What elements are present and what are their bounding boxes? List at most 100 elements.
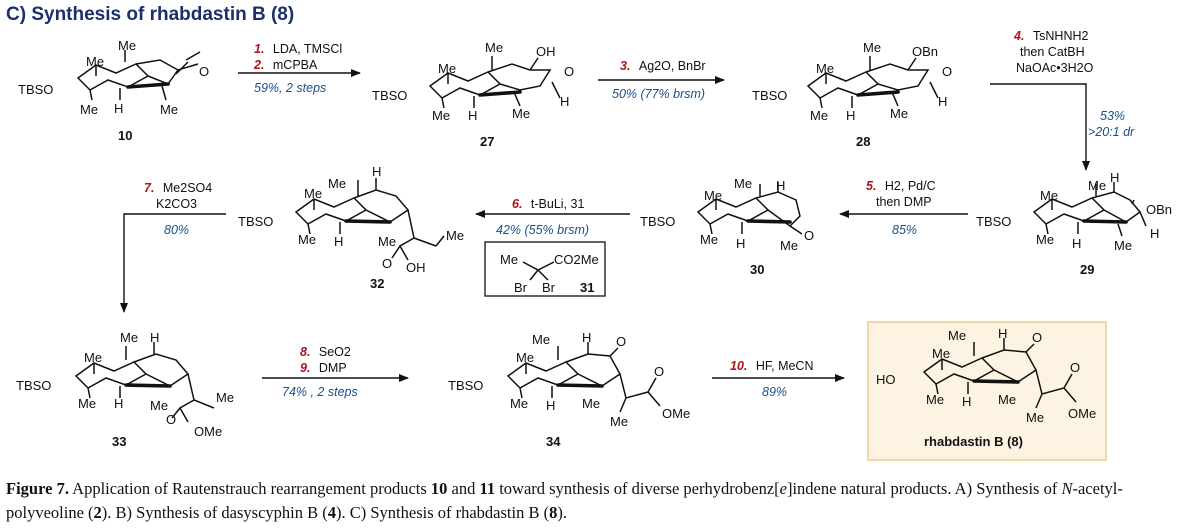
hydroxyl-label: OH <box>406 260 426 275</box>
step-4-condition: 4. TsNHNH2 <box>1013 27 1088 44</box>
tbso-label: TBSO <box>752 88 787 103</box>
step-yield: 85% <box>892 223 917 237</box>
methyl-label: Me <box>780 238 798 253</box>
hydrogen-label: H <box>1110 170 1119 185</box>
bromine-label: Br <box>514 280 528 295</box>
methyl-label: Me <box>84 350 102 365</box>
caption-compound: 10 <box>430 479 448 498</box>
step-5-condition: 5. H2, Pd/C <box>866 177 936 194</box>
compound-34-structure: TBSO Me H Me Me H Me O O OMe Me <box>448 330 690 429</box>
caption-compound: 2 <box>93 503 102 522</box>
hydrogen-label: H <box>962 394 971 409</box>
hydrogen-label: H <box>546 398 555 413</box>
panel-title: C) Synthesis of rhabdastin B (8) <box>6 4 295 25</box>
step-reagents: SeO2 <box>319 345 351 359</box>
hydrogen-label: H <box>1072 236 1081 251</box>
step-yield: 50% (77% brsm) <box>612 87 705 101</box>
methyl-label: Me <box>1040 188 1058 203</box>
hydrogen-label: H <box>372 164 381 179</box>
step-number: 4. <box>1013 29 1024 43</box>
hydrogen-label: H <box>776 178 785 193</box>
tbso-label: TBSO <box>238 214 273 229</box>
hydrogen-label: H <box>560 94 569 109</box>
compound-33-structure: TBSO Me H Me Me H Me Me O OMe <box>16 330 234 439</box>
hydrogen-label: H <box>114 101 123 116</box>
methyl-label: Me <box>150 398 168 413</box>
reagent-31-structure: Me CO2Me Br Br <box>500 252 599 295</box>
hydroxyl-label: OH <box>536 44 556 59</box>
caption-italic: N <box>1061 479 1073 498</box>
methoxy-label: OMe <box>194 424 222 439</box>
oxygen-label: O <box>1032 330 1042 345</box>
caption-text: Application of Rautenstrauch rearrangeme… <box>68 479 431 498</box>
step-number: 5. <box>866 179 876 193</box>
oxygen-label: O <box>804 228 814 243</box>
hydrogen-label: H <box>582 330 591 345</box>
step-number: 8. <box>300 345 310 359</box>
step-yield: 74% , 2 steps <box>282 385 358 399</box>
oxygen-label: O <box>1070 360 1080 375</box>
methyl-label: Me <box>932 346 950 361</box>
step-yield: 80% <box>164 223 189 237</box>
methyl-label: Me <box>120 330 138 345</box>
methyl-label: Me <box>86 54 104 69</box>
step-yield: 42% (55% brsm) <box>496 223 589 237</box>
step-1-condition: 1. LDA, TMSCl <box>254 40 342 57</box>
step-10-condition: 10. HF, MeCN <box>730 357 814 374</box>
hydrogen-label: H <box>736 236 745 251</box>
step-number: 6. <box>512 197 522 211</box>
caption-compound: 11 <box>479 479 496 498</box>
methyl-label: Me <box>160 102 178 117</box>
tbso-label: TBSO <box>640 214 675 229</box>
methyl-label: Me <box>78 396 96 411</box>
caption-text: and <box>447 479 480 498</box>
tbso-label: TBSO <box>448 378 483 393</box>
ester-label: CO2Me <box>554 252 599 267</box>
methyl-label: Me <box>890 106 908 121</box>
step-reagents: LDA, TMSCl <box>273 42 342 56</box>
figure-caption: Figure 7. Application of Rautenstrauch r… <box>6 477 1194 525</box>
oxygen-label: O <box>166 412 176 427</box>
step-yield: >20:1 dr <box>1088 125 1135 139</box>
compound-10-structure: TBSO Me Me Me H Me O <box>18 38 209 117</box>
methyl-label: Me <box>446 228 464 243</box>
bromine-label: Br <box>542 280 556 295</box>
step-number: 2. <box>253 58 264 72</box>
compound-label: 30 <box>750 262 764 277</box>
compound-27-structure: TBSO Me Me Me H Me OH O H <box>372 40 574 123</box>
compound-32-structure: TBSO Me H Me Me H Me Me O OH <box>238 164 464 275</box>
methyl-label: Me <box>500 252 518 267</box>
reaction-arrow <box>990 83 1090 171</box>
step-reagents: Me2SO4 <box>163 181 212 195</box>
caption-compound: 8 <box>549 503 558 522</box>
oxygen-label: O <box>654 364 664 379</box>
methyl-label: Me <box>378 234 396 249</box>
compound-label: 34 <box>546 434 561 449</box>
step-number: 1. <box>254 42 264 56</box>
step-3-condition: 3. Ag2O, BnBr <box>620 57 706 74</box>
caption-italic: e <box>779 479 787 498</box>
step-5-reagent-line: then DMP <box>876 195 932 209</box>
compound-label: 10 <box>118 128 132 143</box>
methyl-label: Me <box>432 108 450 123</box>
methoxy-label: OMe <box>662 406 690 421</box>
hydrogen-label: H <box>150 330 159 345</box>
methyl-label: Me <box>863 40 881 55</box>
methyl-label: Me <box>216 390 234 405</box>
step-7-reagent-line: K2CO3 <box>156 197 197 211</box>
oxygen-label: O <box>564 64 574 79</box>
caption-text: ). C) Synthesis of rhabdastin B ( <box>335 503 550 522</box>
caption-text: -acetyl-polyveoline ( <box>6 479 1123 522</box>
methyl-label: Me <box>734 176 752 191</box>
benzyloxy-label: OBn <box>1146 202 1172 217</box>
methyl-label: Me <box>816 61 834 76</box>
benzyloxy-label: OBn <box>912 44 938 59</box>
hydrogen-label: H <box>846 108 855 123</box>
step-reagents: H2, Pd/C <box>885 179 936 193</box>
oxygen-label: O <box>382 256 392 271</box>
methyl-label: Me <box>704 188 722 203</box>
step-6-condition: 6. t-BuLi, 31 <box>512 195 584 212</box>
methyl-label: Me <box>998 392 1016 407</box>
compound-label: 33 <box>112 434 126 449</box>
step-number: 7. <box>144 181 154 195</box>
